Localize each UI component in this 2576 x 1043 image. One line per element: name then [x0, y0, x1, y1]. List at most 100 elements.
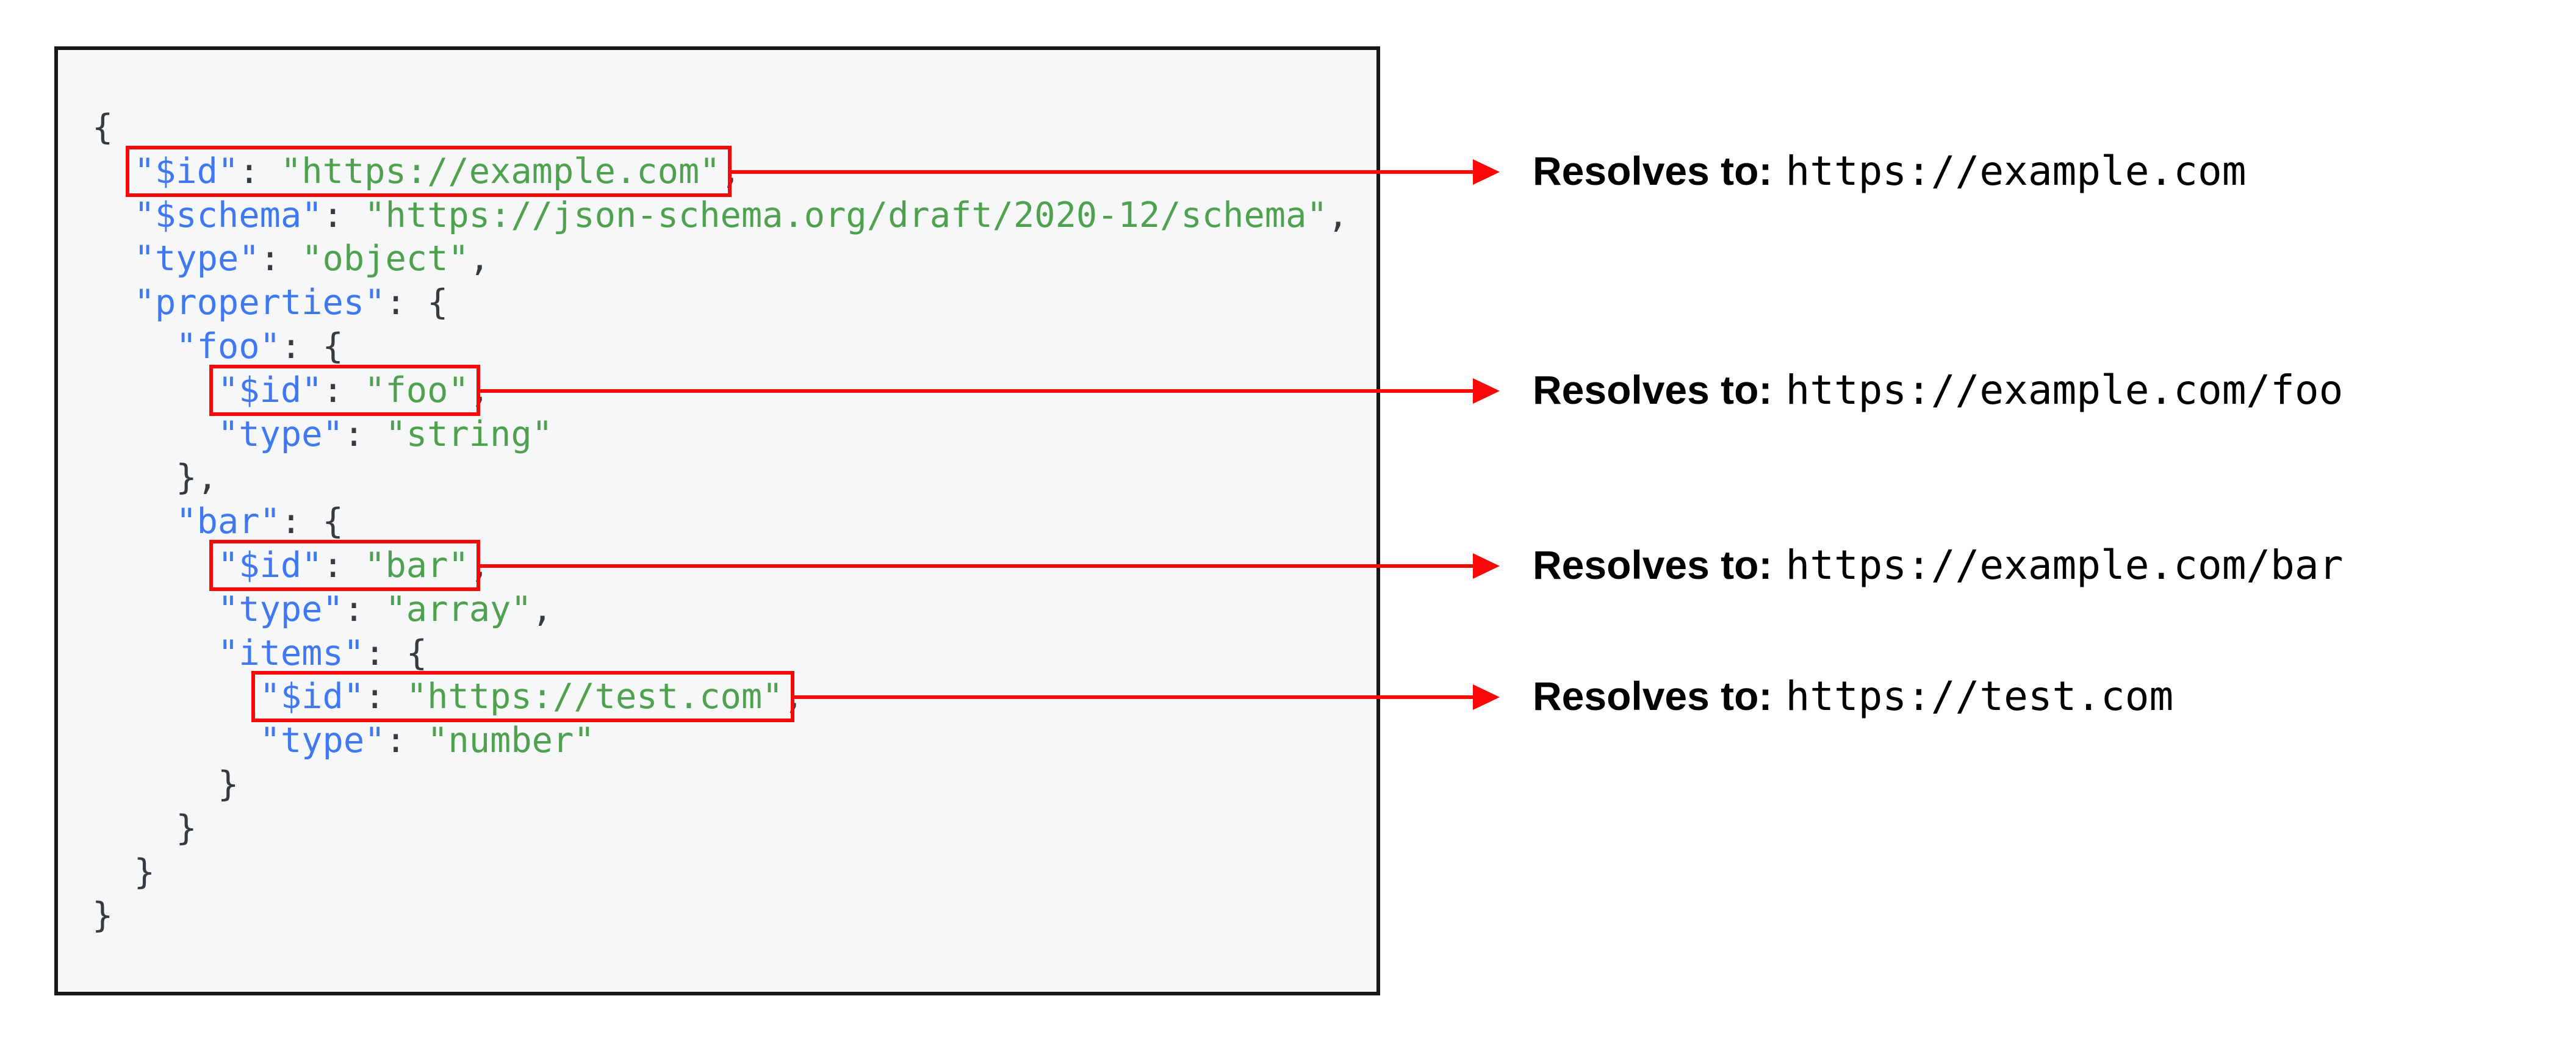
code-line: "foo": {: [92, 325, 1376, 369]
resolve-value: https://test.com: [1785, 673, 2174, 720]
code-line: "type": "object",: [92, 237, 1376, 281]
json-punctuation: : {: [280, 501, 344, 542]
json-punctuation: : {: [385, 282, 448, 323]
json-string: "number": [427, 720, 595, 761]
json-punctuation: [92, 238, 134, 279]
json-punctuation: ,: [720, 151, 741, 192]
code-line: },: [92, 456, 1376, 500]
json-key: "type": [217, 414, 344, 454]
code-line: "type": "string": [92, 413, 1376, 457]
json-string: "https://test.com": [406, 676, 783, 717]
code-line: "$id": "https://test.com",: [92, 671, 1376, 722]
json-punctuation: :: [343, 414, 386, 454]
id-highlight-box: "$id": "foo": [209, 364, 480, 416]
code-line: "$id": "foo",: [92, 364, 1376, 416]
arrow-head-icon: [1473, 159, 1500, 185]
resolve-annotation: Resolves to: https://example.com/bar: [1533, 542, 2343, 589]
arrow-head-icon: [1473, 684, 1500, 711]
json-punctuation: ,: [469, 370, 491, 410]
json-punctuation: [92, 720, 260, 761]
json-key: "$schema": [134, 195, 323, 235]
code-line: }: [92, 851, 1376, 895]
json-punctuation: ,: [1327, 195, 1349, 235]
json-key: "type": [134, 238, 260, 279]
json-punctuation: ,: [531, 589, 553, 629]
json-key: "items": [217, 633, 365, 673]
json-string: "https://example.com": [280, 151, 721, 192]
json-punctuation: :: [259, 238, 302, 279]
code-line: "items": {: [92, 632, 1376, 676]
json-string: "https://json-schema.org/draft/2020-12/s…: [364, 195, 1328, 235]
json-punctuation: :: [322, 370, 365, 410]
code-line: {: [92, 106, 1376, 150]
json-punctuation: [92, 633, 218, 673]
json-punctuation: }: [92, 851, 155, 892]
code-line: "$id": "https://example.com",: [92, 145, 1376, 197]
resolve-value: https://example.com/foo: [1785, 366, 2344, 414]
resolve-label: Resolves to:: [1533, 367, 1772, 412]
json-string: "foo": [364, 370, 469, 410]
json-punctuation: [92, 545, 218, 586]
resolve-annotation: Resolves to: https://test.com: [1533, 673, 2173, 720]
json-string: "string": [385, 414, 553, 454]
arrow-head-icon: [1473, 378, 1500, 404]
json-punctuation: :: [322, 545, 365, 586]
json-punctuation: [92, 589, 218, 629]
json-punctuation: [92, 676, 260, 717]
json-punctuation: {: [92, 107, 113, 148]
json-punctuation: }: [92, 895, 113, 936]
id-highlight-box: "$id": "https://test.com": [251, 671, 794, 722]
json-code-panel: { "$id": "https://example.com", "$schema…: [54, 46, 1380, 995]
json-punctuation: [92, 326, 176, 367]
json-key: "$id": [217, 370, 323, 410]
json-key: "foo": [176, 326, 281, 367]
json-punctuation: :: [239, 151, 281, 192]
code-line: "bar": {: [92, 500, 1376, 544]
json-punctuation: [92, 195, 134, 235]
json-key: "type": [259, 720, 386, 761]
json-punctuation: },: [92, 457, 218, 498]
json-punctuation: :: [322, 195, 365, 235]
json-key: "$id": [134, 151, 239, 192]
resolve-annotation: Resolves to: https://example.com: [1533, 148, 2246, 195]
json-punctuation: ,: [469, 238, 491, 279]
json-punctuation: :: [385, 720, 428, 761]
json-punctuation: [92, 282, 134, 323]
json-string: "bar": [364, 545, 469, 586]
json-punctuation: :: [343, 589, 386, 629]
json-key: "bar": [176, 501, 281, 542]
json-punctuation: [92, 501, 176, 542]
json-punctuation: [92, 414, 218, 454]
code-line: "$schema": "https://json-schema.org/draf…: [92, 194, 1376, 238]
code-line: "type": "array",: [92, 588, 1376, 632]
code-line: }: [92, 807, 1376, 851]
id-highlight-box: "$id": "https://example.com": [125, 145, 732, 197]
json-punctuation: ,: [783, 676, 804, 717]
json-punctuation: : {: [364, 633, 428, 673]
json-key: "$id": [217, 545, 323, 586]
code-line: "properties": {: [92, 281, 1376, 325]
json-key: "properties": [134, 282, 386, 323]
json-punctuation: [92, 370, 218, 410]
json-key: "$id": [259, 676, 365, 717]
resolve-value: https://example.com: [1785, 147, 2247, 195]
json-punctuation: :: [364, 676, 406, 717]
json-punctuation: }: [92, 808, 197, 848]
json-key: "type": [217, 589, 344, 629]
resolve-label: Resolves to:: [1533, 148, 1772, 193]
resolve-label: Resolves to:: [1533, 673, 1772, 719]
id-highlight-box: "$id": "bar": [209, 539, 480, 591]
code-line: }: [92, 763, 1376, 807]
json-string: "array": [385, 589, 532, 629]
resolve-label: Resolves to:: [1533, 542, 1772, 587]
json-string: "object": [301, 238, 469, 279]
code-line: "$id": "bar",: [92, 539, 1376, 591]
code-line: "type": "number": [92, 719, 1376, 763]
resolve-value: https://example.com/bar: [1785, 541, 2344, 589]
json-punctuation: }: [92, 764, 239, 805]
code-line: }: [92, 894, 1376, 938]
json-code: { "$id": "https://example.com", "$schema…: [92, 106, 1376, 938]
arrow-head-icon: [1473, 553, 1500, 579]
json-punctuation: ,: [469, 545, 491, 586]
